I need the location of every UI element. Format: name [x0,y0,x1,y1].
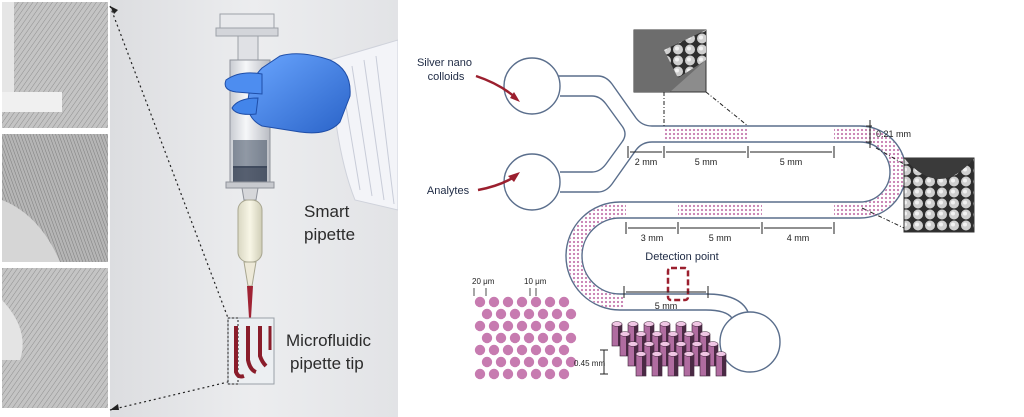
pillar-dot [530,368,542,380]
smart-pipette-label: Smart pipette [304,202,355,244]
microfluidic-chip [227,317,275,385]
dim-mid-3: 4 mm [787,233,810,243]
outlet-reservoir [719,311,781,373]
pillar-dot [537,332,549,344]
pillar-dot [474,296,486,308]
pillar-dot [530,296,542,308]
zoom-connector-bottom [109,381,229,411]
pillar-dot [481,332,493,344]
pillar-dot [509,332,521,344]
pillar-dot [516,344,528,356]
pillar-height-annotation: 0.45 mm [574,349,608,375]
sem-micrograph-strip [2,2,108,408]
pillar-section-left-bend [567,203,626,309]
pillar-dot [495,308,507,320]
dim-top-1: 2 mm [635,157,658,167]
sem-inset-right [861,147,975,233]
pillar-section-top-a [664,127,748,141]
pillar-dot [544,344,556,356]
pillar-array-3d [611,321,727,377]
pillar-dot [530,320,542,332]
dimension-lines-top [627,146,835,158]
channel-width-label: 0.21 mm [876,129,911,139]
dimension-lines-detect [623,286,709,298]
microfluidic-tip-label: Microfluidic pipette tip [286,331,376,373]
pillar-dot [530,344,542,356]
silver-colloids-label: Silver nano colloids [417,57,475,83]
pillar-dot [523,356,535,368]
inlet-analyte-reservoir [503,153,561,211]
pillar-height-label: 0.45 mm [574,359,605,368]
pillar-dot [558,320,570,332]
pipette-tip [247,286,253,318]
dimension-lines-middle [625,222,835,234]
pillar-dot [551,356,563,368]
pillar-section-middle [678,203,762,217]
pillar-3d [635,351,647,377]
pillar-array-top-view: 20 μm 10 μm [472,277,577,380]
pillar-dot [516,296,528,308]
pillar-dot [565,308,577,320]
pillar-spacing-a: 20 μm [472,277,495,286]
pillar-dot [516,368,528,380]
pillar-dot [558,368,570,380]
pillar-dot [565,332,577,344]
microfluidic-diagram: Silver nano colloids Analytes 0.21 mm 2 … [417,29,975,380]
pillar-dot [565,356,577,368]
analytes-label: Analytes [427,185,470,197]
pillar-dot [481,308,493,320]
detection-point-label: Detection point [645,251,718,263]
pillar-dot [488,368,500,380]
pillar-section-bend [834,127,905,217]
detection-point-marker [666,266,690,302]
pillar-dot [488,344,500,356]
zoom-connector-top [109,5,229,319]
pillar-dot [509,356,521,368]
pillar-3d [699,351,711,377]
dim-mid-1: 3 mm [641,233,664,243]
pillar-3d [683,351,695,377]
pillar-dot [502,296,514,308]
pillar-dot [544,320,556,332]
pillar-dot [488,320,500,332]
inlet-silver-reservoir [503,57,561,115]
pillar-dot [502,344,514,356]
pillar-3d [715,351,727,377]
sem-inset-top [633,29,749,127]
photo-panel: Smart pipette Microfluidic pipette tip [2,0,398,417]
pillar-dot [502,368,514,380]
pillar-dot [495,332,507,344]
dim-mid-2: 5 mm [709,233,732,243]
pillar-dot [481,356,493,368]
dim-top-2: 5 mm [695,157,718,167]
pillar-dot [544,296,556,308]
pillar-dot [558,344,570,356]
pillar-sections [567,127,905,309]
pillar-dot [474,320,486,332]
channel-width-annotation: 0.21 mm [866,120,911,148]
pillar-dot [537,356,549,368]
pillar-3d [667,351,679,377]
dim-top-3: 5 mm [780,157,803,167]
pillar-dot [558,296,570,308]
pillar-spacing-b: 10 μm [524,277,547,286]
dim-detect: 5 mm [655,301,678,311]
pillar-dot [488,296,500,308]
pillar-3d [651,351,663,377]
smart-pipette-body [237,199,263,263]
pillar-dot [509,308,521,320]
pillar-dot [551,308,563,320]
pillar-dot [537,308,549,320]
pillar-dot [516,320,528,332]
pillar-dot [495,356,507,368]
pillar-dot [544,368,556,380]
pillar-dot [474,368,486,380]
channel-walls [558,75,907,319]
pillar-dot [523,308,535,320]
pillar-dot [523,332,535,344]
pillar-dot [474,344,486,356]
pillar-dot [551,332,563,344]
pillar-dot [502,320,514,332]
